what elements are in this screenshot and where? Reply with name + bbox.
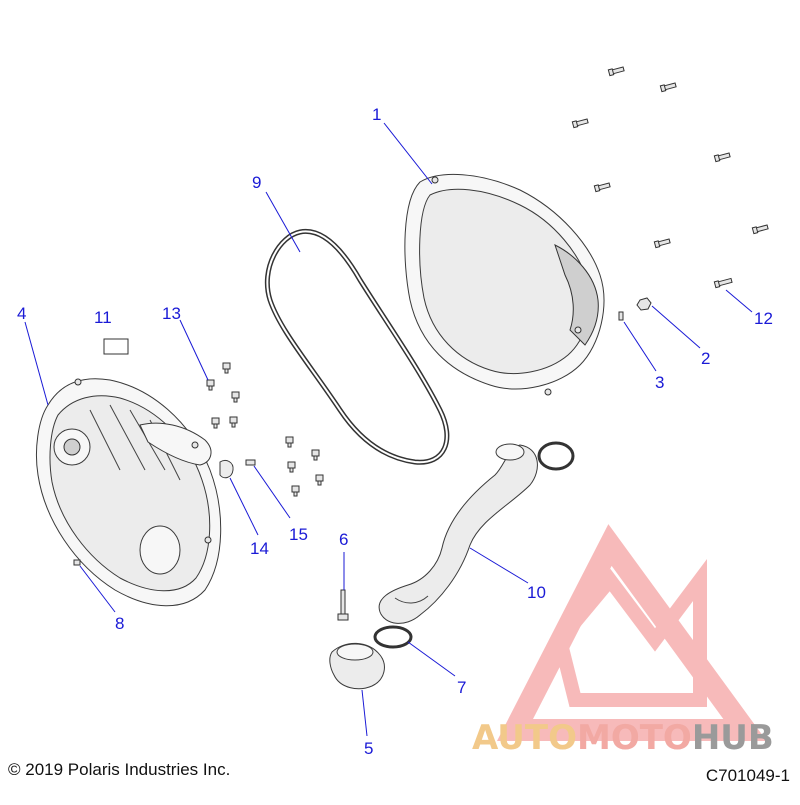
decal-label-part-11 (103, 338, 129, 355)
callout-11: 11 (94, 308, 112, 327)
small-bolts-part-13 (206, 362, 324, 497)
watermark-auto: AUTO (472, 718, 577, 758)
leader-14 (229, 477, 259, 536)
seal-ring-part-7 (373, 625, 413, 649)
hose-clamp (537, 441, 575, 471)
leader-5 (361, 689, 368, 737)
drawing-number: C701049-1 (705, 766, 790, 785)
callout-1: 1 (372, 105, 381, 124)
callout-5: 5 (364, 739, 373, 758)
leader-7 (407, 641, 456, 677)
cover-bolts (571, 66, 769, 289)
callout-numbers: 1 2 3 4 5 6 7 8 9 10 11 12 13 14 15 (17, 105, 773, 758)
leader-12 (725, 289, 753, 313)
callout-12: 12 (754, 309, 773, 328)
inner-clutch-cover (35, 378, 222, 607)
leader-15 (253, 465, 291, 519)
pin-part-3 (618, 311, 624, 321)
watermark-wordmark: AUTOMOTOHUB (472, 718, 774, 758)
bolt-part-6 (337, 589, 349, 621)
leader-4 (24, 321, 49, 406)
callout-2: 2 (701, 349, 710, 368)
leader-10 (469, 547, 529, 584)
callout-7: 7 (457, 678, 466, 697)
callout-6: 6 (339, 530, 348, 549)
leader-2 (651, 305, 701, 349)
callout-13: 13 (162, 304, 181, 323)
watermark-logo (496, 524, 767, 741)
callout-9: 9 (252, 173, 261, 192)
leader-8 (79, 565, 116, 613)
intake-duct (378, 443, 538, 624)
copyright-text: © 2019 Polaris Industries Inc. (8, 760, 231, 779)
callout-15: 15 (289, 525, 308, 544)
leader-13 (179, 319, 209, 381)
leader-1 (383, 122, 433, 185)
clip-part-14 (219, 459, 234, 479)
outer-clutch-cover (404, 174, 605, 396)
screw-part-15 (245, 459, 256, 466)
callout-10: 10 (527, 583, 546, 602)
leader-9 (265, 191, 301, 253)
duct-adapter-part-5 (329, 642, 385, 690)
callout-14: 14 (250, 539, 269, 558)
callout-4: 4 (17, 304, 26, 323)
nut-part-2 (636, 297, 652, 311)
callout-8: 8 (115, 614, 124, 633)
watermark-hub: HUB (691, 718, 774, 758)
callout-3: 3 (655, 373, 664, 392)
watermark-moto: MOTO (576, 718, 692, 758)
drive-belt (264, 228, 450, 465)
leader-3 (623, 321, 657, 372)
leader-lines (24, 122, 753, 737)
logo-m-shape (552, 559, 707, 707)
screw-part-8 (73, 559, 81, 566)
